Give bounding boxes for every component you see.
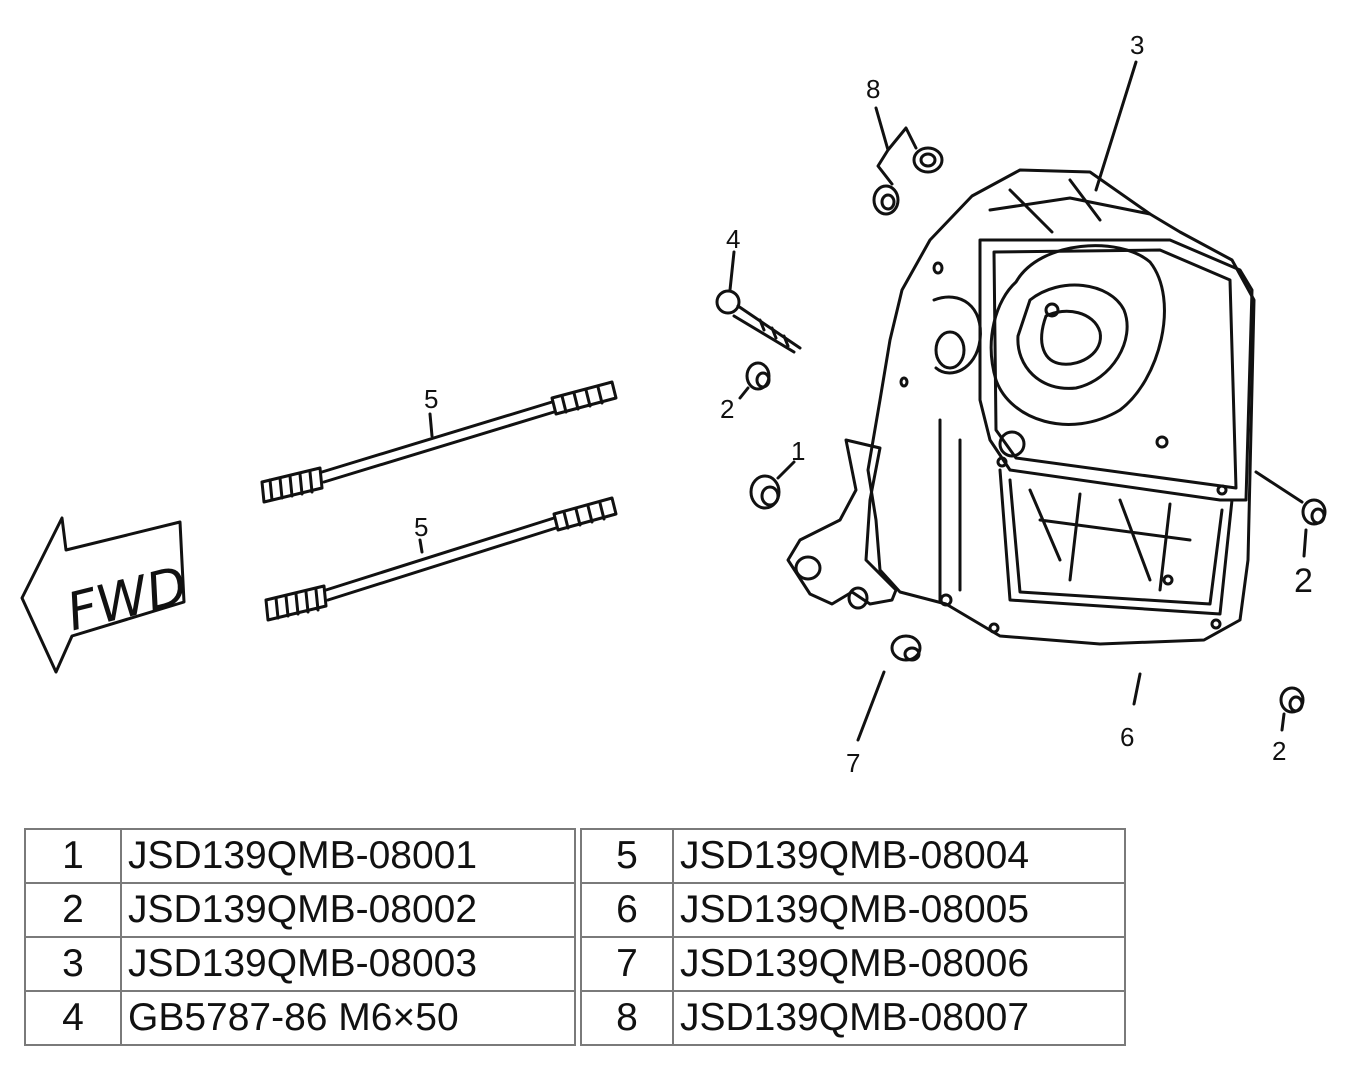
column-divider	[574, 883, 582, 937]
callout-1: 1	[791, 436, 805, 466]
part-code: JSD139QMB-08002	[120, 882, 576, 938]
part-code: JSD139QMB-08001	[120, 828, 576, 884]
dowel-pin-1	[749, 460, 796, 510]
table-row: 4 GB5787-86 M6×50 8 JSD139QMB-08007	[24, 990, 1126, 1046]
callout-5-lower: 5	[414, 512, 428, 542]
part-number: 4	[24, 990, 122, 1046]
table-row: 2 JSD139QMB-08002 6 JSD139QMB-08005	[24, 882, 1126, 938]
fwd-label: FWD	[61, 556, 193, 644]
column-divider	[574, 991, 582, 1045]
dowel-pin-2-upper	[738, 361, 771, 400]
part-code: JSD139QMB-08007	[672, 990, 1126, 1046]
bolt-4	[715, 250, 802, 354]
part-number: 3	[24, 936, 122, 992]
fwd-arrow	[20, 516, 186, 674]
callout-5-upper: 5	[424, 384, 438, 414]
stud-bolt-lower	[264, 496, 618, 622]
table-row: 1 JSD139QMB-08001 5 JSD139QMB-08004	[24, 828, 1126, 884]
plug-8	[872, 106, 944, 216]
crankcase-cover	[786, 168, 1256, 646]
part-code: JSD139QMB-08005	[672, 882, 1126, 938]
callout-2-bottom: 2	[1272, 736, 1286, 766]
part-code: GB5787-86 M6×50	[120, 990, 576, 1046]
leader-lines	[1094, 60, 1142, 706]
callout-2-upper: 2	[720, 394, 734, 424]
part-number: 2	[24, 882, 122, 938]
stud-bolt-upper	[260, 380, 618, 504]
part-number: 1	[24, 828, 122, 884]
callout-2-right: 2	[1294, 562, 1313, 600]
dowel-pin-2-bottom	[1279, 686, 1305, 732]
part-code: JSD139QMB-08006	[672, 936, 1126, 992]
callout-3: 3	[1130, 30, 1144, 60]
bolt-7	[856, 634, 922, 742]
callout-8: 8	[866, 74, 880, 104]
part-number: 8	[580, 990, 674, 1046]
callout-4: 4	[726, 224, 740, 254]
column-divider	[574, 829, 582, 883]
column-divider	[574, 937, 582, 991]
exploded-parts-diagram: FWD 1 2 2 2 3 4 5 5 6 7 8	[20, 30, 1327, 778]
part-number: 6	[580, 882, 674, 938]
part-number: 5	[580, 828, 674, 884]
callout-7: 7	[846, 748, 860, 778]
parts-table: 1 JSD139QMB-08001 5 JSD139QMB-08004 2 JS…	[24, 828, 1126, 1046]
table-row: 3 JSD139QMB-08003 7 JSD139QMB-08006	[24, 936, 1126, 992]
callout-6: 6	[1120, 722, 1134, 752]
part-number: 7	[580, 936, 674, 992]
part-code: JSD139QMB-08004	[672, 828, 1126, 884]
part-code: JSD139QMB-08003	[120, 936, 576, 992]
dowel-pin-2-right	[1254, 470, 1327, 558]
